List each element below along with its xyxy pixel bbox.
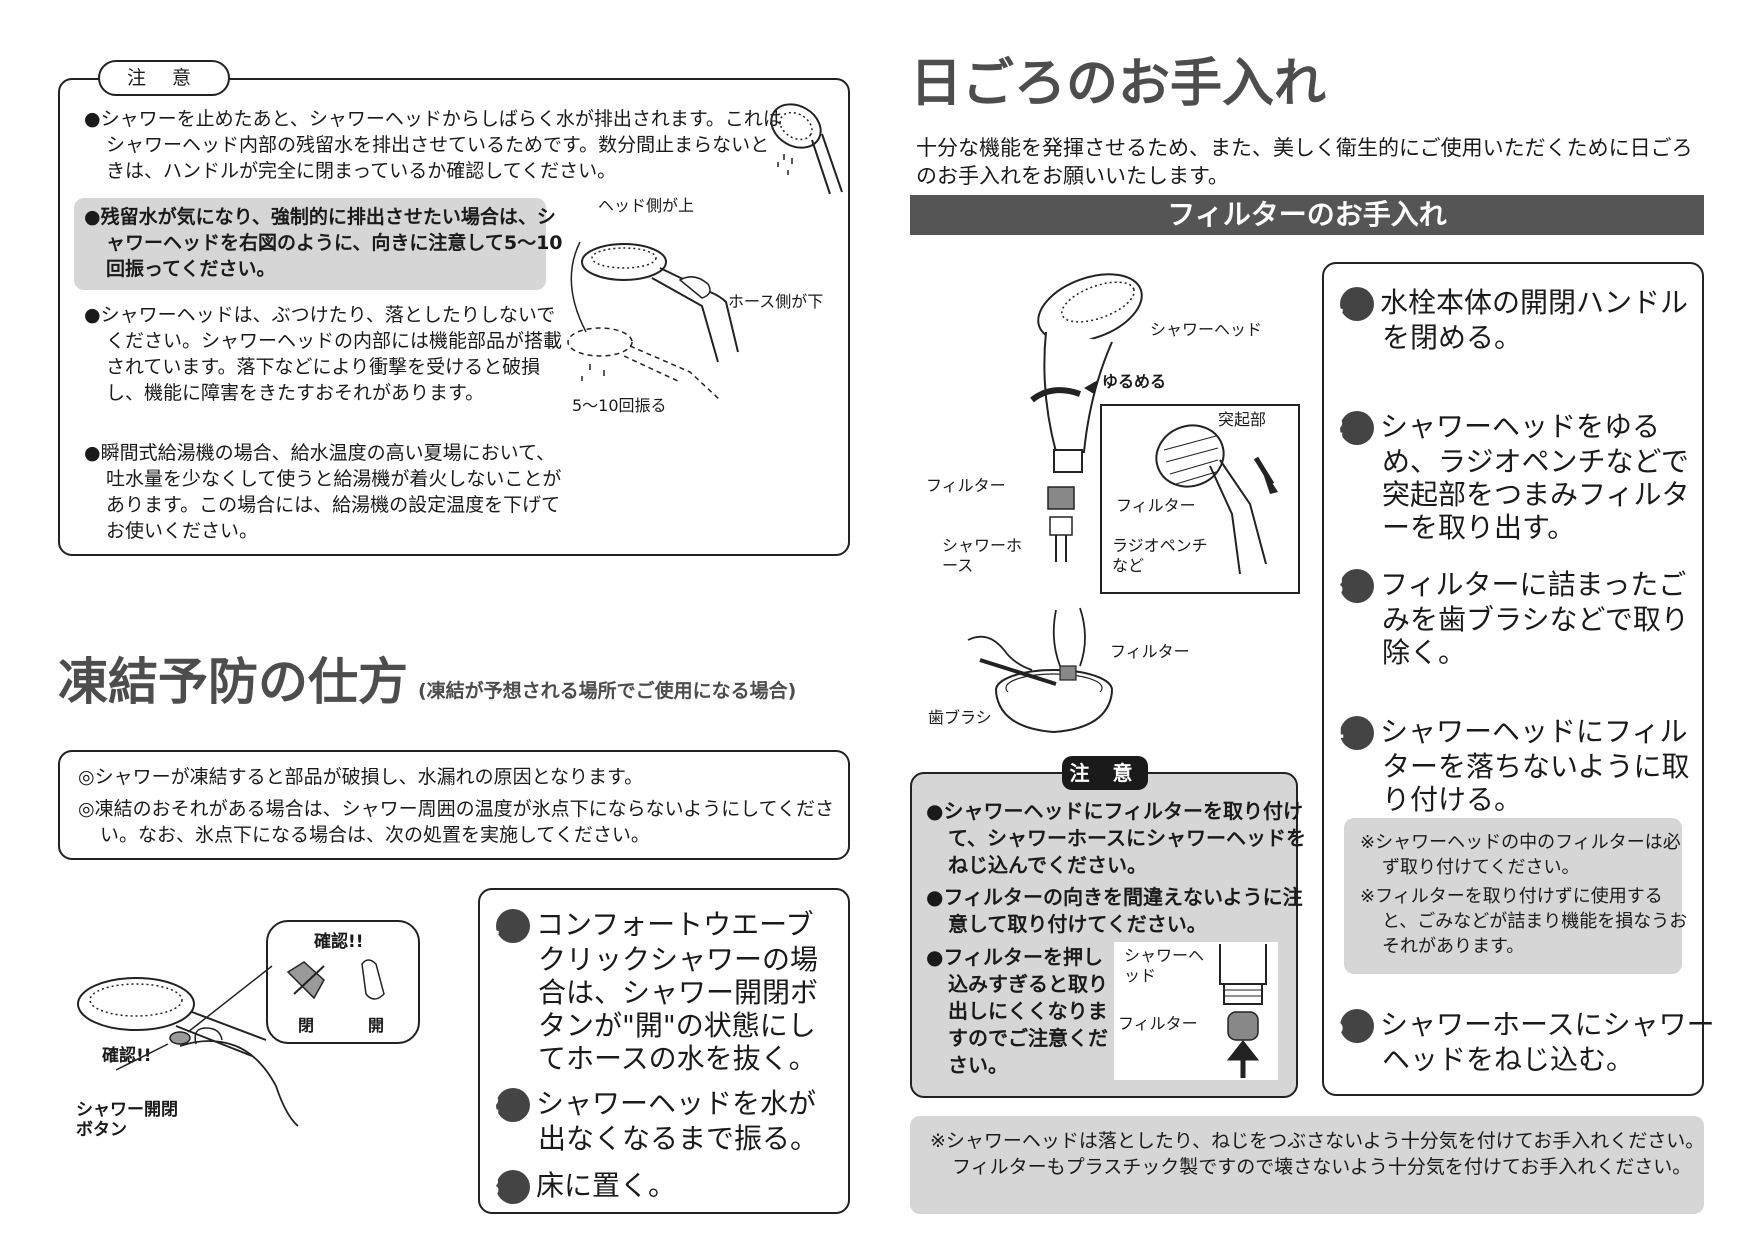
caution-badge-top: 注 意: [98, 60, 230, 96]
filter-care-bar: [910, 195, 1704, 235]
step-number: 1: [484, 909, 530, 943]
caution-para-2: ●シャワーヘッドは、ぶつけたり、落としたりしないでください。シャワーヘッドの内部…: [84, 304, 563, 404]
step-number: 3: [484, 1170, 530, 1204]
care-footer-box: [910, 1116, 1704, 1214]
label-open: 開: [368, 1016, 385, 1035]
freeze-step-3-text: 床に置く。: [536, 1169, 677, 1202]
label-head-up: ヘッド側が上: [598, 196, 695, 215]
step-number: 1: [1328, 287, 1374, 321]
step-number: 3: [1328, 569, 1374, 603]
label-loosen: ゆるめる: [1102, 372, 1167, 391]
care-footer-note: ※シャワーヘッドは落としたり、ねじをつぶさないよう十分気を付けてお手入れください…: [930, 1130, 1705, 1178]
filter-care-bar-title: フィルターのお手入れ: [1167, 198, 1447, 231]
care-note-b: ※フィルターを取り付けずに使用すると、ごみなどが詰まり機能を損なうおそれがありま…: [1360, 886, 1688, 957]
freeze-steps-box: [478, 888, 850, 1214]
label-check-bubble: 確認!!: [314, 932, 364, 952]
care-caution-1: ●シャワーヘッドにフィルターを取り付けて、シャワーホースにシャワーヘッドをねじ込…: [926, 799, 1306, 877]
shower-button-illustration: [77, 965, 299, 1127]
label-filter-2: フィルター: [1116, 496, 1196, 515]
label-pliers: ラジオペンチなど: [1112, 536, 1208, 575]
label-filter-1: フィルター: [926, 476, 1006, 495]
label-check: 確認!!: [102, 1046, 152, 1066]
caution-para-1: ●シャワーを止めたあと、シャワーヘッドからしばらく水が排出されます。これはシャワ…: [84, 108, 782, 182]
care-step-5-text: シャワーホースにシャワーヘッドをねじ込む。: [1380, 1008, 1715, 1076]
shower-spray-icon: [770, 103, 843, 195]
label-closed: 閉: [298, 1016, 315, 1035]
brush-bowl-illustration: [967, 607, 1113, 734]
caution-highlight: ●残留水が気になり、強制的に排出させたい場合は、シャワーヘッドを右図のように、向…: [84, 206, 563, 280]
filter-removal-illustration: [1030, 273, 1143, 562]
caution-box-top: [58, 78, 850, 556]
care-title: 日ごろのお手入れ: [910, 54, 1327, 114]
care-step-1-text: 水栓本体の開閉ハンドルを閉める。: [1380, 286, 1689, 354]
label-filter-3: フィルター: [1110, 642, 1190, 661]
shake-showerhead-illustration: [567, 241, 739, 401]
freeze-step-2-text: シャワーヘッドを水が出なくなるまで振る。: [536, 1087, 819, 1155]
caution-para-3: ●瞬間式給湯機の場合、給水温度の高い夏場において、吐水量を少なくして使うと給湯機…: [84, 442, 562, 542]
label-shower-button: シャワー開閉ボタン: [76, 1100, 178, 1140]
label-showerhead: シャワーヘッド: [1150, 320, 1263, 339]
label-brush: 歯ブラシ: [928, 708, 992, 727]
freeze-step-1-text: コンフォートウエーブクリックシャワーの場合は、シャワー開閉ボタンが"開"の状態に…: [536, 908, 819, 1075]
care-caution-2: ●フィルターの向きを間違えないように注意して取り付けてください。: [926, 885, 1303, 936]
care-step-3-text: フィルターに詰まったごみを歯ブラシなどで取り除く。: [1380, 568, 1689, 669]
filter-direction-icon: [1219, 944, 1267, 1078]
care-step-4-text: シャワーヘッドにフィルターを落ちないように取り付ける。: [1380, 715, 1690, 816]
step-number: 2: [1328, 411, 1374, 445]
label-shake: 5〜10回振る: [572, 396, 667, 415]
care-intro: 十分な機能を発揮させるため、また、美しく衛生的にご使用いただくために日ごろのお手…: [916, 136, 1693, 188]
care-caution-badge: 注 意: [1062, 756, 1148, 790]
label-protrusion: 突起部: [1218, 410, 1267, 429]
freeze-title: 凍結予防の仕方: [58, 653, 408, 711]
care-notes-box: [1344, 818, 1682, 974]
button-states-icon: [286, 959, 385, 1000]
care-caution-3: ●フィルターを押し込みすぎると取り出しにくくなりますのでご注意ください。: [926, 945, 1108, 1077]
check-bubble: [266, 920, 420, 1044]
label-hose-down: ホース側が下: [728, 292, 824, 311]
label-inset-filter: フィルター: [1118, 1014, 1198, 1033]
freeze-note-1: ◎シャワーが凍結すると部品が破損し、水漏れの原因となります。: [78, 766, 644, 788]
step-number: 4: [1328, 716, 1374, 750]
step-number: 5: [1328, 1009, 1374, 1043]
care-note-a: ※シャワーヘッドの中のフィルターは必ず取り付けてください。: [1360, 832, 1681, 878]
freeze-subtitle: (凍結が予想される場所でご使用になる場合): [418, 680, 797, 702]
freeze-note-box: [58, 750, 850, 860]
freeze-note-2: ◎凍結のおそれがある場合は、シャワー周囲の温度が氷点下にならないようにしてくださ…: [78, 798, 835, 846]
step-number: 2: [484, 1088, 530, 1122]
pliers-illustration: [1155, 424, 1278, 575]
highlight-box: [74, 198, 546, 290]
care-step-2-text: シャワーヘッドをゆるめ、ラジオペンチなどで突起部をつまみフィルターを取り出す。: [1380, 410, 1690, 544]
label-hose: シャワーホース: [942, 536, 1023, 575]
label-inset-head: シャワーヘッド: [1124, 946, 1205, 985]
